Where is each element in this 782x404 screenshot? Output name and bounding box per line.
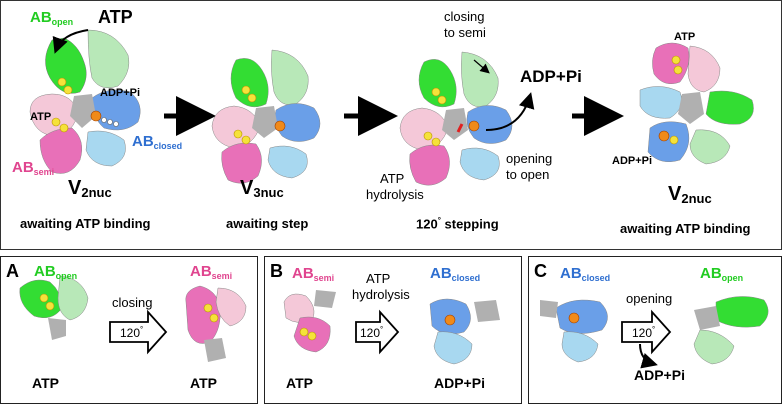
step-arrow-c xyxy=(621,309,672,355)
ab-semi-label: ABsemi xyxy=(12,159,55,177)
step-arrow-a xyxy=(109,309,168,355)
panel-c-ab-open: ABopen xyxy=(700,265,744,283)
panel-b-ab-closed: ABclosed xyxy=(430,265,481,283)
adp-pi-stage4-label: ADP+Pi xyxy=(612,155,653,167)
opening-label: opening xyxy=(506,151,553,166)
caption-stage2: awaiting step xyxy=(226,216,309,231)
step-arrow-b xyxy=(355,309,400,355)
panel-b-complex-right xyxy=(429,298,500,365)
atp-hydrolysis-atp: ATP xyxy=(380,171,405,186)
panel-b-letter: B xyxy=(270,261,283,281)
ab-closed-label: ABclosed xyxy=(132,133,183,151)
to-open-label: to open xyxy=(506,167,550,182)
caption-stage4: awaiting ATP binding xyxy=(620,221,751,236)
complex-stage4 xyxy=(639,42,754,165)
complex-stage2 xyxy=(211,49,321,184)
state-v3nuc: V3nuc xyxy=(240,177,284,200)
panel-c-step: 120° xyxy=(632,325,656,340)
panel-a-ab-semi: ABsemi xyxy=(190,263,233,281)
closing-label: closing xyxy=(444,9,485,24)
panel-a-complex-right xyxy=(185,285,247,362)
panel-a-atp-left: ATP xyxy=(32,375,59,391)
adp-pi-release-label: ADP+Pi xyxy=(520,67,582,86)
panel-a-atp-right: ATP xyxy=(190,375,217,391)
panel-c-adp-pi: ADP+Pi xyxy=(634,367,685,383)
red-step-arrow xyxy=(456,123,464,133)
atp-binding-label: ATP xyxy=(98,7,133,27)
state-v2nuc-right: V2nuc xyxy=(668,183,712,206)
release-arrow-c xyxy=(639,343,658,369)
panel-b-atp: ATP xyxy=(366,271,391,286)
panel-b-hydrolysis: hydrolysis xyxy=(352,287,410,302)
panel-c-complex-right xyxy=(693,296,769,365)
top-panel-frame xyxy=(0,0,782,250)
panel-a-step: 120° xyxy=(120,325,144,340)
panel-c-letter: C xyxy=(534,261,547,281)
panel-a-complex-left xyxy=(19,275,89,340)
panel-b-step: 120° xyxy=(360,325,384,340)
atp-stage4-label: ATP xyxy=(674,31,696,43)
panel-b-complex-left xyxy=(283,290,336,353)
complex-stage3 xyxy=(399,51,535,186)
complex-stage1 xyxy=(29,29,141,174)
panel-a-letter: A xyxy=(6,261,19,281)
ab-open-label: ABopen xyxy=(30,9,74,27)
caption-stage3: 120° stepping xyxy=(416,216,499,232)
atp-bound-label: ATP xyxy=(30,111,52,123)
panel-b-ab-semi: ABsemi xyxy=(292,265,335,283)
panel-a-closing: closing xyxy=(112,295,153,310)
panel-c-complex-left xyxy=(540,299,608,363)
panel-b-atp-left: ATP xyxy=(286,375,313,391)
panel-c-opening: opening xyxy=(626,291,673,306)
caption-stage1: awaiting ATP binding xyxy=(20,216,151,231)
panel-a-ab-open: ABopen xyxy=(34,263,78,281)
atp-hydrolysis-word: hydrolysis xyxy=(366,187,424,202)
adp-pi-bound-label: ADP+Pi xyxy=(100,87,141,99)
state-v2nuc-left: V2nuc xyxy=(68,177,112,200)
to-semi-label: to semi xyxy=(444,25,486,40)
panel-c-ab-closed: ABclosed xyxy=(560,265,611,283)
panel-b-adp-pi: ADP+Pi xyxy=(434,375,485,391)
